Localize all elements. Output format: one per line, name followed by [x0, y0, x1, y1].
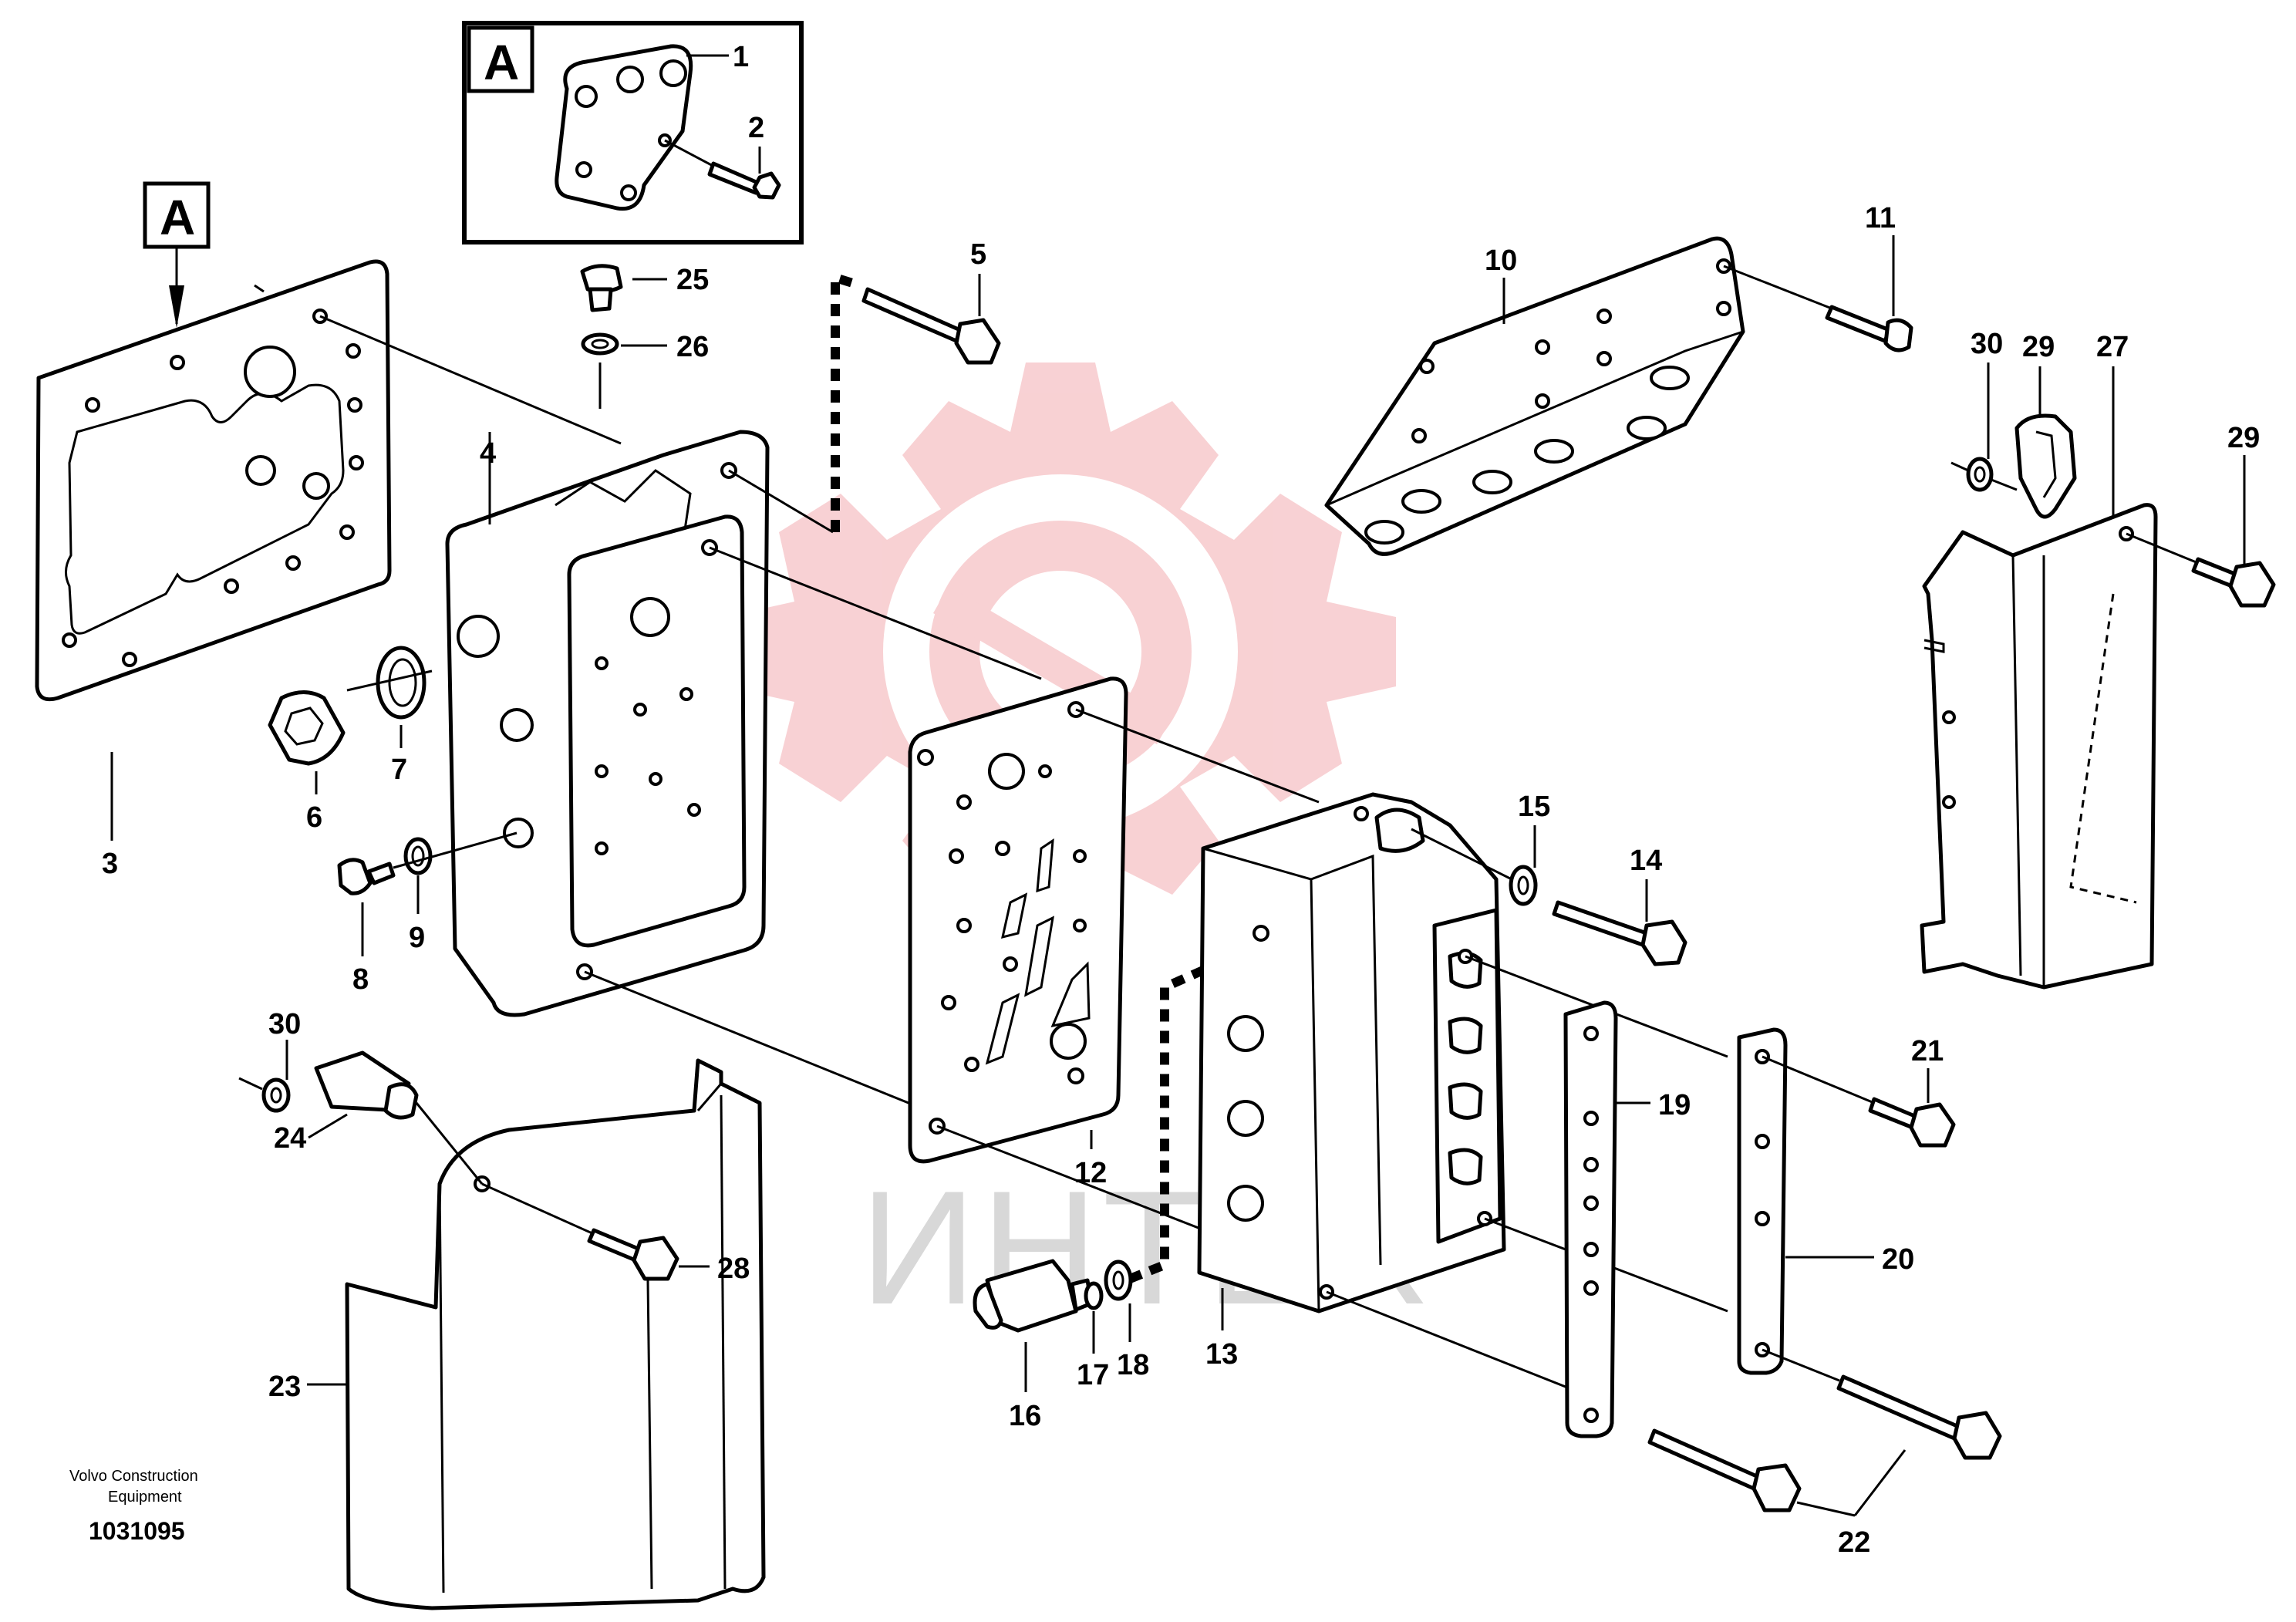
callout-28: 29: [2022, 331, 2055, 363]
callout-18: 18: [1117, 1349, 1149, 1381]
cover-part-23: 23: [268, 1058, 766, 1610]
bolt-part-21: 21: [1868, 1035, 1956, 1148]
callout-9: 9: [409, 922, 425, 954]
detail-view-a: A 1 2: [462, 21, 804, 244]
bolt-part-14: 14: [1552, 845, 1687, 966]
o-ring-part-17: 17: [1077, 1281, 1109, 1391]
footer-maker-line2: Equipment: [108, 1489, 182, 1506]
callout-29-upper: 29: [2227, 422, 2260, 454]
callout-16: 16: [1009, 1400, 1041, 1432]
callout-20: 20: [1882, 1243, 1914, 1276]
callout-29-lower: 28: [717, 1253, 750, 1285]
callout-26: 26: [676, 331, 709, 363]
callout-4: 4: [480, 437, 496, 470]
callout-7: 7: [391, 754, 407, 786]
bolt-part-11: 11: [1825, 202, 1913, 352]
seal-ring-part-7: 7: [346, 646, 433, 786]
callout-23: 23: [268, 1371, 301, 1403]
clip-part-28: 29: [2014, 331, 2077, 519]
callout-30-lower: 30: [268, 1008, 301, 1040]
cover-part-24: 27: [1920, 331, 2199, 990]
callout-13: 13: [1205, 1338, 1238, 1371]
callout-8: 8: [352, 963, 369, 996]
detail-view-label: A: [484, 35, 519, 90]
bracket-part-10: 10: [1324, 236, 1832, 556]
routing-dashes-lower: [1124, 948, 1246, 1285]
bolt-part-5: 5: [861, 238, 1001, 365]
plug-part-25: 25: [580, 264, 709, 312]
callout-3: 3: [102, 848, 118, 880]
callout-11: 11: [1865, 202, 1896, 234]
washer-part-26: 26: [581, 331, 709, 409]
sensor-part-16: 16: [973, 1259, 1094, 1432]
gasket-part-3: 3: [35, 259, 622, 880]
callout-24: 27: [2096, 331, 2129, 363]
valve-block-part-13: 13: [1197, 792, 1728, 1398]
view-marker-label: A: [160, 190, 195, 245]
view-marker-a: A: [143, 181, 211, 328]
bolt-part-29-lower: 28: [481, 1182, 750, 1285]
bolt-part-29-upper: 29: [2191, 422, 2276, 608]
callout-2: 2: [748, 112, 764, 144]
footer-drawing-number: 1031095: [89, 1517, 185, 1545]
clip-part-27: 24: [274, 1050, 484, 1185]
footer-maker-line1: Volvo Construction: [69, 1468, 198, 1485]
strip-part-20: 20: [1737, 1027, 1914, 1382]
callout-1: 1: [733, 41, 749, 73]
screw-part-8: 8: [337, 858, 396, 996]
separator-plate-part-12: 12: [908, 676, 1320, 1243]
callout-30-upper: 30: [1971, 328, 2003, 360]
washer-part-30-lower: 30: [238, 1008, 301, 1113]
callout-25: 25: [676, 264, 709, 296]
callout-5: 5: [970, 238, 986, 271]
plug-part-6: 6: [268, 690, 346, 834]
callout-15: 15: [1518, 791, 1550, 823]
washer-part-15: 15: [1509, 791, 1550, 906]
callout-27: 24: [274, 1122, 306, 1155]
callout-14: 14: [1630, 845, 1662, 877]
washer-part-30-upper: 30: [1950, 328, 2018, 492]
callout-10: 10: [1485, 244, 1517, 277]
routing-dashes-upper: [831, 271, 861, 532]
callout-17: 17: [1077, 1359, 1109, 1391]
valve-housing-part-4: 4: [445, 430, 1042, 1116]
callout-12: 12: [1074, 1157, 1107, 1189]
callout-22: 22: [1838, 1526, 1870, 1559]
callout-19: 19: [1658, 1089, 1691, 1121]
callout-6: 6: [306, 801, 322, 834]
washer-part-18: 18: [1104, 1259, 1149, 1381]
callout-21: 21: [1911, 1035, 1944, 1067]
washer-part-9: 9: [393, 831, 518, 954]
strip-part-19: 19: [1563, 1000, 1691, 1438]
bolt-part-22: 22: [1647, 1374, 2002, 1559]
